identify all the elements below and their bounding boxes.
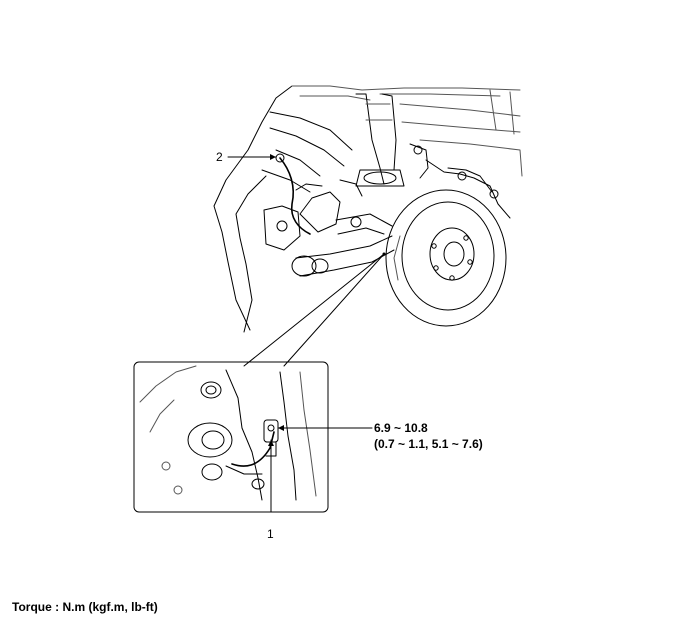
torque-value-nm: 6.9 ~ 10.8 <box>374 421 428 435</box>
torque-value-alt-units: (0.7 ~ 1.1, 5.1 ~ 7.6) <box>374 437 483 451</box>
zoom-line-left <box>243 253 385 367</box>
callout-2-label: 2 <box>216 150 223 164</box>
detail-inset-box <box>133 361 329 513</box>
torque-units-note: Torque : N.m (kgf.m, lb-ft) <box>12 600 158 614</box>
zoom-line-right <box>283 253 385 367</box>
main-assembly-drawing <box>213 85 523 333</box>
detail-inset-drawing <box>139 365 317 501</box>
callout-1-label: 1 <box>267 527 274 541</box>
